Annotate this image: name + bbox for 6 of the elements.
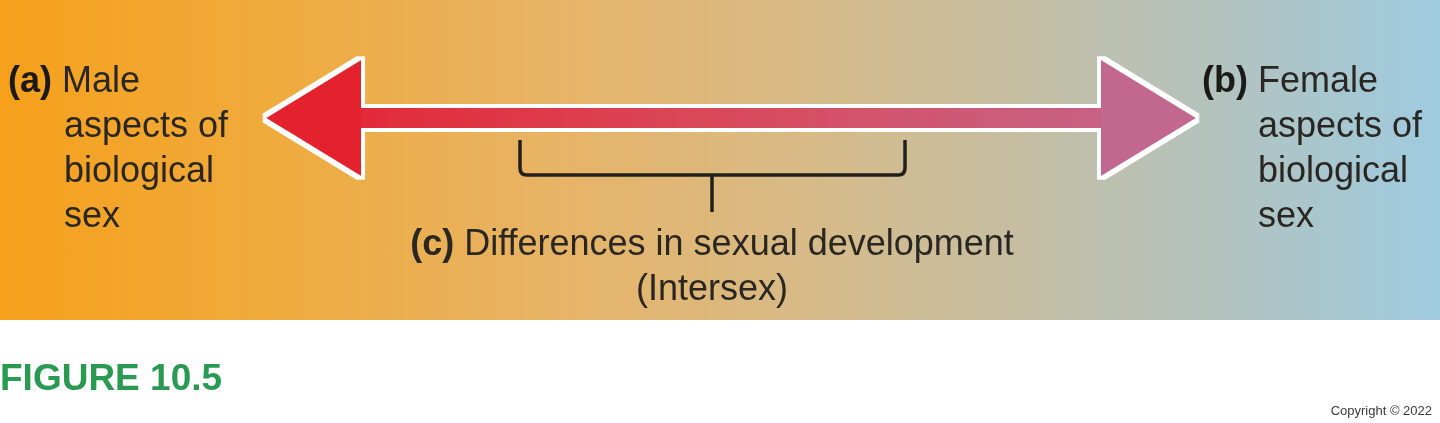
copyright-notice: Copyright © 2022 [1330,402,1432,420]
bracket-label: (c) Differences in sexual development (Intersex) [409,221,1015,310]
end-label: (b) Female aspects of biological sex [1202,57,1434,237]
double-arrow [266,60,1196,176]
figure-caption: FIGURE 10.5 [0,358,223,398]
end-label: (a) Male aspects of biological sex [8,57,260,237]
